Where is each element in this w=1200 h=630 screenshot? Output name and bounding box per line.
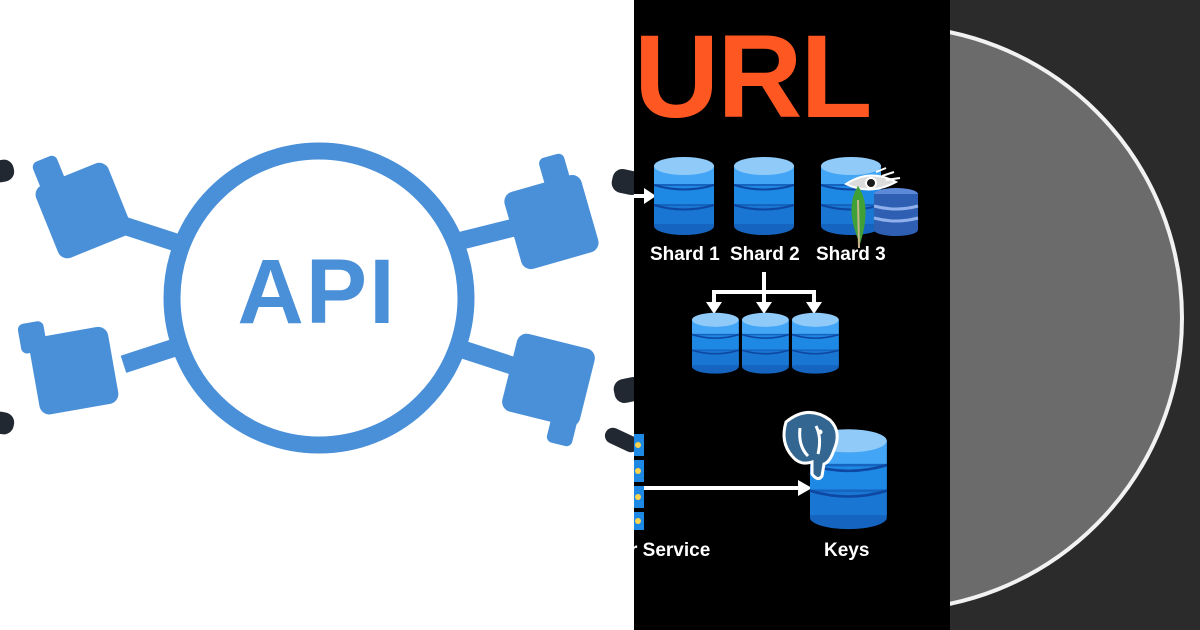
shard-1-database-icon: [653, 156, 715, 236]
api-label: API: [237, 241, 397, 343]
edge-marks: [0, 159, 634, 453]
url-shortener-panel: URL: [634, 0, 950, 630]
postgresql-elephant-icon: [782, 411, 839, 481]
dynamodb-icon: [873, 188, 919, 236]
shard-1-label: Shard 1: [650, 244, 720, 265]
service-label: r Service: [634, 540, 711, 561]
plug-heads: [17, 153, 599, 447]
api-panel: API: [0, 142, 634, 454]
url-title: URL: [634, 11, 873, 143]
shard-3-label: Shard 3: [816, 244, 886, 265]
connector-arms: [118, 216, 526, 378]
replica-database-icon: [791, 311, 840, 375]
replica-database-icon: [741, 311, 790, 375]
disc-panel: [950, 0, 1200, 630]
arrow-to-shards: [634, 188, 656, 204]
api-circle: [163, 142, 475, 454]
server-rack-icon: [634, 434, 644, 530]
shard-2-label: Shard 2: [730, 244, 800, 265]
arrow-to-keys: [644, 480, 812, 496]
url-diagram: [634, 156, 919, 531]
cassandra-eye-icon: [844, 167, 901, 191]
shard-3-database-icon: [820, 156, 882, 236]
replica-database-icon: [691, 311, 740, 375]
disc-graphic: [950, 30, 1184, 606]
api-connector-icon: [0, 142, 634, 454]
shard-2-database-icon: [733, 156, 795, 236]
keys-label: Keys: [824, 540, 870, 561]
